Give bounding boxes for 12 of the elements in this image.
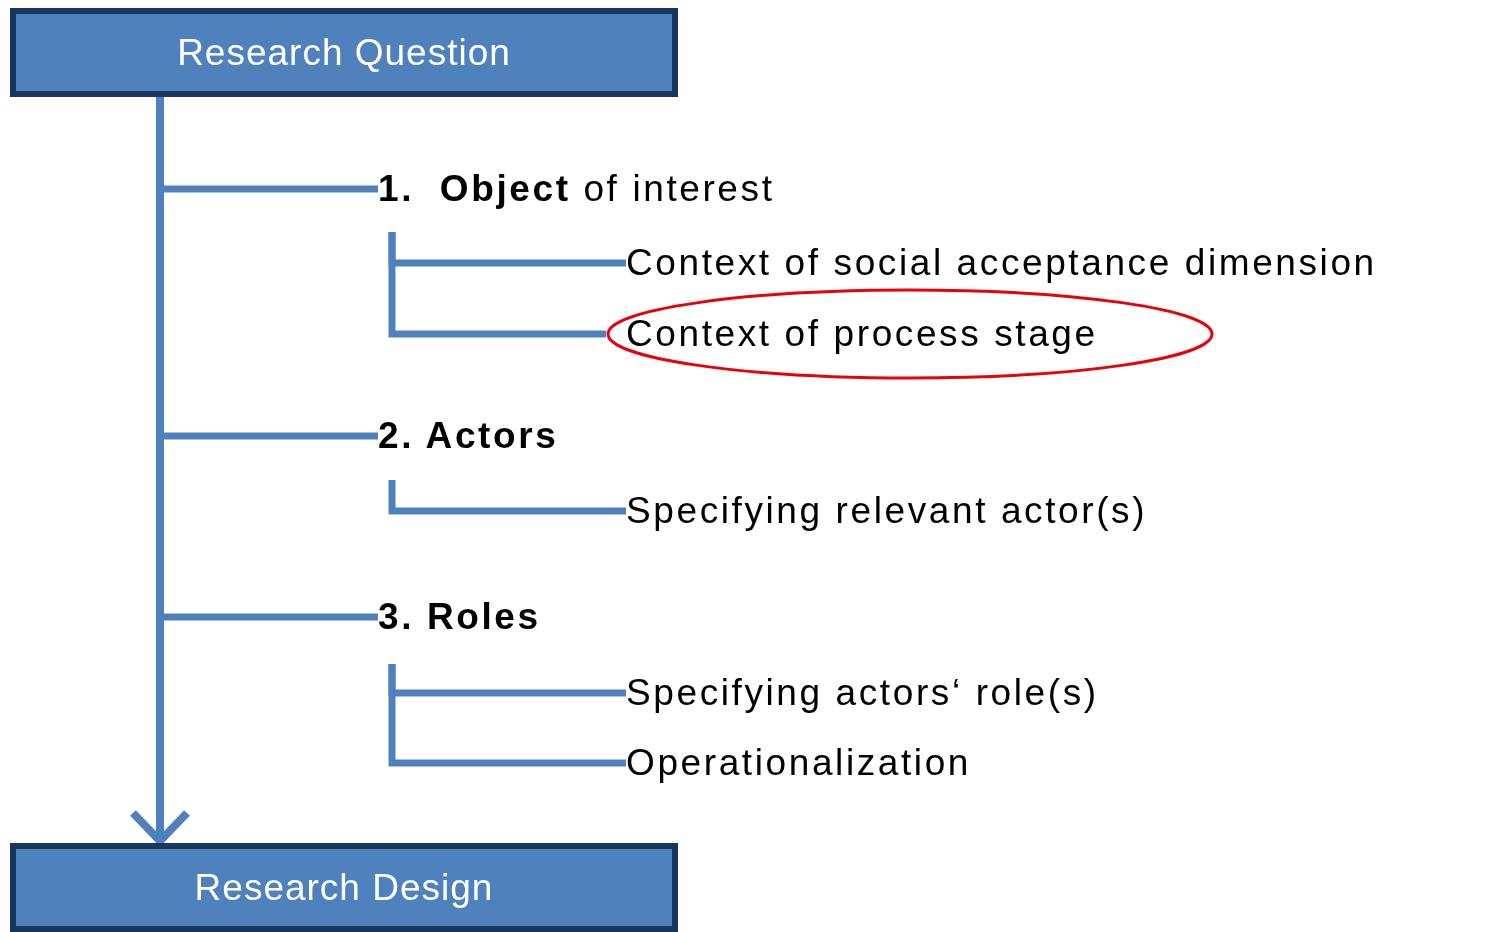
text-label: 3. Roles <box>378 592 578 642</box>
text-label: 2. Actors <box>378 411 598 461</box>
text-label: Operationalization <box>626 738 1026 788</box>
highlight-ellipse <box>606 288 1214 380</box>
text-label: Context of social acceptance dimension <box>626 238 1486 288</box>
text-label: Specifying actors‘ role(s) <box>626 668 1176 718</box>
text-label: Specifying relevant actor(s) <box>626 486 1226 536</box>
text-label: 1. Object of interest <box>378 164 838 214</box>
stage-box: Research Design <box>10 843 678 932</box>
stage-box: Research Question <box>10 8 678 97</box>
arrow <box>129 97 191 845</box>
item-label: Context of process stage <box>626 313 1098 355</box>
